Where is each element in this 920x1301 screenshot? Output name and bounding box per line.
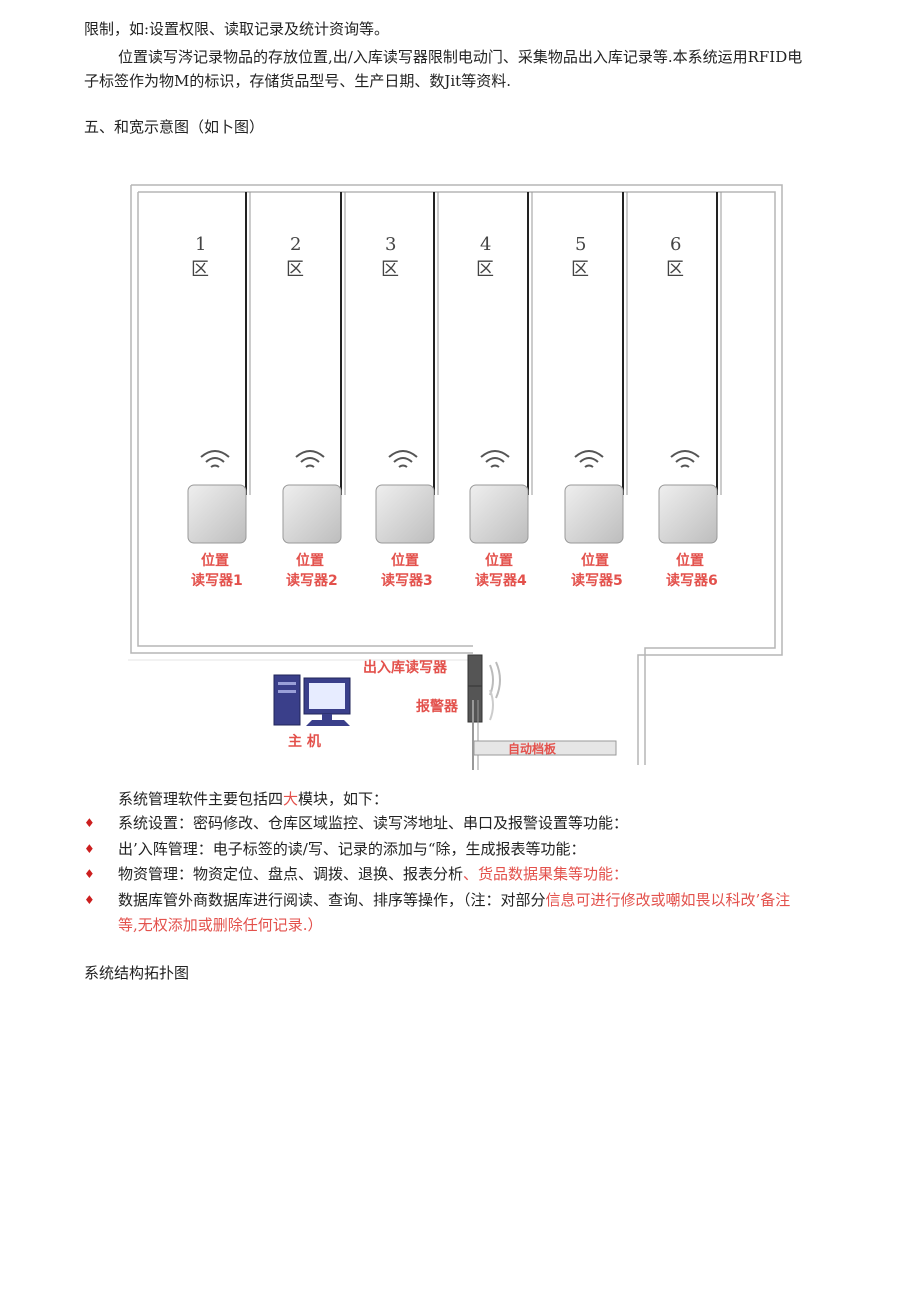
reader-4-box <box>469 484 529 544</box>
zone-4-label: 区 <box>476 259 494 280</box>
zone-2-label: 区 <box>286 259 304 280</box>
intro-line-3: 子标签作为物M的标识，存储货品型号、生产日期、数Jit等资料. <box>84 72 511 90</box>
auto-gate-label: 自动档板 <box>508 741 557 756</box>
reader-3-label-2: 读写器3 <box>381 572 433 589</box>
reader-1-label-2: 读写器1 <box>191 572 243 589</box>
auto-gate: 自动档板 <box>473 740 617 756</box>
warehouse-frame <box>130 184 783 765</box>
reader-1-label-1: 位置 <box>201 552 229 569</box>
bullet-diamond-icon: ♦ <box>84 893 95 907</box>
reader-5-label-1: 位置 <box>581 552 609 569</box>
door-devices: 出入库读写器 报警器 <box>363 654 501 770</box>
reader-6: 位置 读写器6 <box>658 450 718 589</box>
alarm-device <box>467 685 483 723</box>
warehouse-svg: 1 区 2 区 3 区 4 区 5 区 6 区 <box>128 184 783 770</box>
reader-5-label-2: 读写器5 <box>571 572 623 589</box>
reader-6-label-2: 读写器6 <box>666 572 718 589</box>
bullet-3: 物资管理：物资定位、盘点、调拨、退换、报表分析、货品数据果集等功能： <box>118 863 628 885</box>
zone-1-label: 区 <box>191 259 209 280</box>
bullet-4-text: 数据库管外商数据库进行阅读、查询、排序等操作，（注：对部分 <box>118 891 546 909</box>
reader-2-box <box>282 484 342 544</box>
reader-2: 位置 读写器2 <box>282 450 342 589</box>
zone-labels: 1 区 2 区 3 区 4 区 5 区 6 区 <box>191 234 684 280</box>
bullet-4-continued: 等,无权添加或删除任何记录.） <box>118 916 323 934</box>
bullet-diamond-icon: ♦ <box>84 867 95 881</box>
bullet-4: 数据库管外商数据库进行阅读、查询、排序等操作，（注：对部分信息可进行修改或嘲如畏… <box>118 889 790 911</box>
zone-6-label: 区 <box>666 259 684 280</box>
reader-5-box <box>564 484 624 544</box>
reader-6-label-1: 位置 <box>676 552 704 569</box>
intro-line-1: 限制，如:设置权限、读取记录及统计资询等。 <box>84 20 390 38</box>
wifi-icon <box>574 450 604 468</box>
modules-intro-after: 模块，如下： <box>298 790 389 808</box>
zone-6-number: 6 <box>670 234 681 255</box>
host-computer: 主 机 <box>273 674 351 750</box>
zone-dividers <box>245 192 718 495</box>
warehouse-diagram: 1 区 2 区 3 区 4 区 5 区 6 区 <box>128 180 788 770</box>
reader-4: 位置 读写器4 <box>469 450 529 589</box>
zone-2-number: 2 <box>290 234 301 255</box>
zone-4-number: 4 <box>480 234 491 255</box>
bullet-4-red: 信息可进行修改或嘲如畏以科改’备注 <box>545 891 791 909</box>
zone-3-label: 区 <box>381 259 399 280</box>
zone-5-label: 区 <box>571 259 589 280</box>
bullet-3-text: 物资管理：物资定位、盘点、调拨、退换、报表分析 <box>118 865 464 883</box>
reader-1-box <box>187 484 247 544</box>
wifi-icon <box>200 450 230 468</box>
reader-3-label-1: 位置 <box>391 552 419 569</box>
bullet-diamond-icon: ♦ <box>84 842 95 856</box>
zone-5-number: 5 <box>575 234 586 255</box>
reader-3-box <box>375 484 435 544</box>
reader-1: 位置 读写器1 <box>187 450 247 589</box>
reader-6-box <box>658 484 718 544</box>
reader-4-label-2: 读写器4 <box>475 572 527 589</box>
footer-heading: 系统结构拓扑图 <box>84 964 190 982</box>
intro-line-2: 位置读写涔记录物品的存放位置,出/入库读写器限制电动门、采集物品出入库记录等.本… <box>118 48 803 66</box>
bullet-3-red: 、货品数据果集等功能： <box>463 865 629 883</box>
wifi-icon <box>670 450 700 468</box>
bullet-2: 出’入阵管理：电子标签的读/写、记录的添加与“除，生成报表等功能： <box>118 840 586 858</box>
zone-1-number: 1 <box>195 234 206 255</box>
zone-3-number: 3 <box>385 234 396 255</box>
host-label: 主 机 <box>288 733 321 750</box>
reader-2-label-2: 读写器2 <box>286 572 338 589</box>
reader-3: 位置 读写器3 <box>375 450 435 589</box>
bullet-diamond-icon: ♦ <box>84 816 95 830</box>
reader-2-label-1: 位置 <box>296 552 324 569</box>
modules-intro: 系统管理软件主要包括四大模块，如下： <box>118 788 388 810</box>
inout-reader-label: 出入库读写器 <box>363 659 448 676</box>
wifi-icon <box>388 450 418 468</box>
wifi-icon <box>295 450 325 468</box>
modules-intro-highlight: 大 <box>283 790 299 808</box>
wifi-icon <box>480 450 510 468</box>
auto-gate-bar <box>473 740 617 756</box>
bullet-1: 系统设置：密码修改、仓库区域监控、读写涔地址、串口及报警设置等功能： <box>118 814 629 832</box>
reader-5: 位置 读写器5 <box>564 450 624 589</box>
reader-4-label-1: 位置 <box>485 552 513 569</box>
section-heading: 五、和宽示意图（如卜图） <box>84 118 265 136</box>
alarm-label: 报警器 <box>416 698 459 715</box>
modules-intro-before: 系统管理软件主要包括四 <box>118 790 284 808</box>
